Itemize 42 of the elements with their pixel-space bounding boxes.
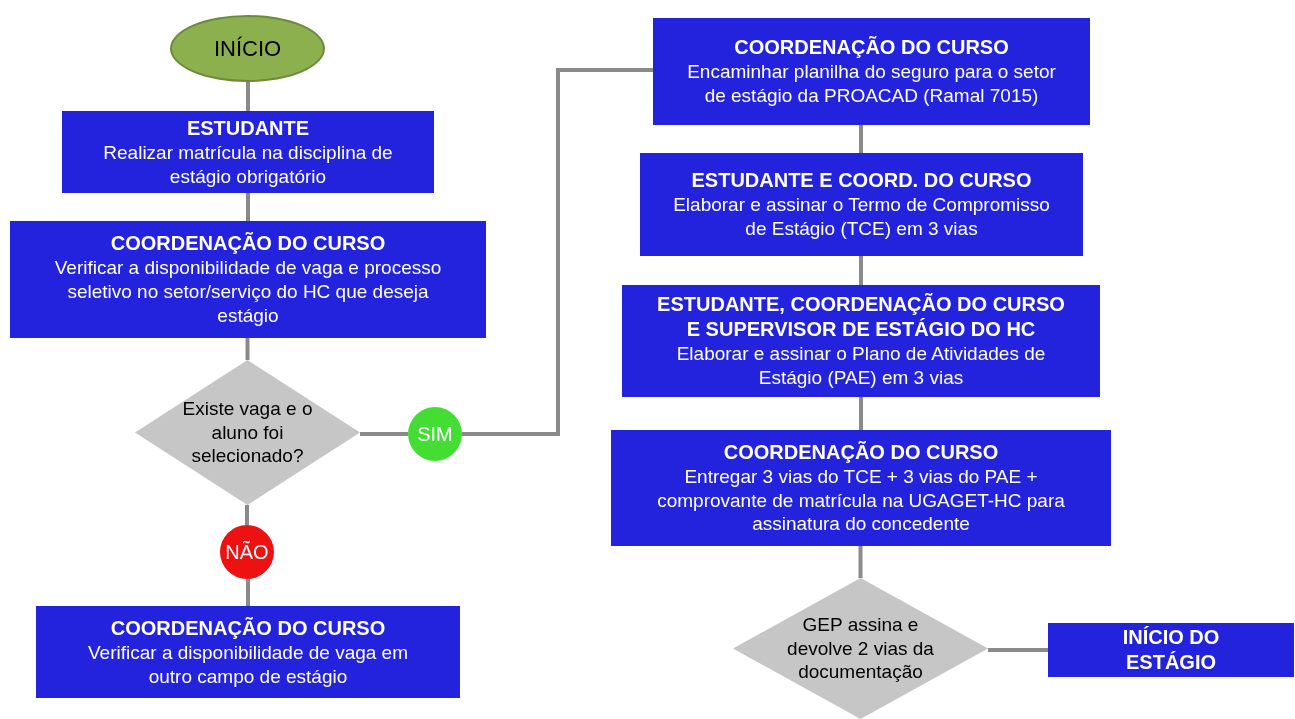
- box-heading: ESTUDANTE: [186, 115, 310, 141]
- connector-line: [245, 338, 250, 360]
- connector-line: [859, 125, 863, 153]
- box-heading: ESTUDANTE E COORD. DO CURSO: [691, 168, 1032, 194]
- box-text: Encaminhar planilha do seguro para o setor de estágio da PROACAD (Ramal 7015): [686, 60, 1057, 108]
- start-label: INÍCIO: [213, 35, 282, 63]
- connector-line: [462, 68, 653, 436]
- box-heading: COORDENAÇÃO DO CURSO: [110, 615, 386, 641]
- decision-label: NÃO: [225, 539, 269, 565]
- process-box: [10, 221, 486, 338]
- box-heading: COORDENAÇÃO DO CURSO: [110, 231, 386, 257]
- box-text: Entregar 3 vias do TCE + 3 vias do PAE + comprovante de matrícula na UGAGET-HC para assinatura do concedente: [656, 464, 1066, 537]
- box-heading: COORDENAÇÃO DO CURSO: [734, 35, 1009, 61]
- decision-text: GEP assina e devolve 2 vias da documentação: [786, 612, 935, 685]
- box-text: Realizar matrícula na disciplina de estágio obrigatório: [102, 140, 394, 189]
- connector-line: [245, 505, 249, 525]
- connector-line: [858, 546, 863, 578]
- process-box: [36, 606, 460, 698]
- decision-diamond: [135, 360, 360, 505]
- process-box: [653, 18, 1090, 125]
- process-box: [62, 111, 434, 193]
- process-box: [640, 153, 1083, 256]
- connector-line: [360, 432, 408, 436]
- process-box: [1048, 623, 1294, 677]
- connector-line: [246, 82, 250, 111]
- box-text: Elaborar e assinar o Termo de Compromisso de Estágio (TCE) em 3 vias: [672, 193, 1051, 241]
- box-heading: ESTUDANTE, COORDENAÇÃO DO CURSO E SUPERVISOR DE ESTÁGIO DO HC: [656, 292, 1066, 343]
- box-heading: COORDENAÇÃO DO CURSO: [723, 439, 999, 465]
- decision-label: SIM: [417, 422, 453, 447]
- box-text: Verificar a disponibilidade de vaga e processo seletivo no setor/serviço do HC que deseja estágio: [53, 256, 443, 328]
- connector-line: [859, 256, 863, 285]
- box-heading: INÍCIO DO ESTÁGIO: [1121, 625, 1221, 675]
- process-box: [611, 430, 1111, 546]
- connector-line: [988, 648, 1048, 652]
- box-text: Verificar a disponibilidade de vaga em outro campo de estágio: [87, 640, 409, 689]
- connector-line: [246, 193, 250, 221]
- connector-line: [246, 579, 250, 606]
- decision-diamond: [733, 578, 988, 719]
- process-box: [622, 285, 1100, 397]
- connector-line: [859, 397, 863, 430]
- box-text: Elaborar e assinar o Plano de Atividades de Estágio (PAE) em 3 vias: [675, 342, 1047, 390]
- decision-text: Existe vaga e o aluno foi selecionado?: [181, 396, 314, 469]
